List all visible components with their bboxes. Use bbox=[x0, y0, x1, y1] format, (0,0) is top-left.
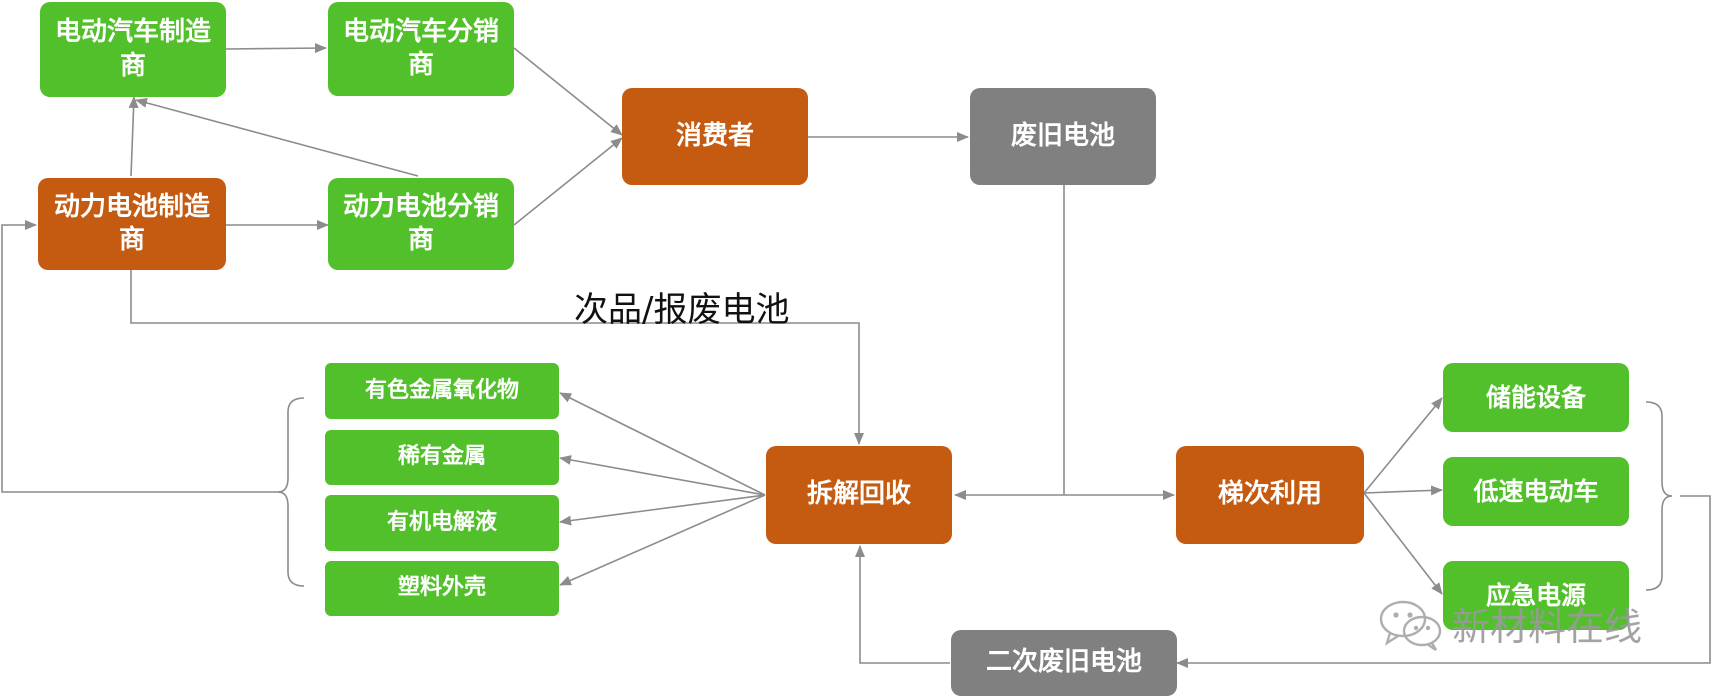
node-ev-dealer: 电动汽车分销商 bbox=[328, 2, 514, 96]
node-low-speed-ev: 低速电动车 bbox=[1443, 457, 1629, 526]
arrow-secondarywaste-dismantle bbox=[855, 545, 950, 664]
arrow-dismantle-electrolyte bbox=[559, 494, 766, 526]
node-battery-dealer: 动力电池分销商 bbox=[328, 178, 514, 270]
arrow-dismantle-plastic bbox=[559, 494, 766, 586]
arrow-cascade-lowspeed bbox=[1363, 485, 1443, 496]
wechat-icon bbox=[1379, 600, 1442, 651]
arrow-batterydealer-evmaker bbox=[135, 98, 419, 177]
arrow-dismantle-raremetal bbox=[559, 455, 766, 496]
arrow-dismantle-nonferrous bbox=[559, 392, 766, 496]
arrow-cascade-storage bbox=[1363, 397, 1443, 494]
arrow-cascade-emergency bbox=[1363, 492, 1443, 595]
node-secondary-waste-battery: 二次废旧电池 bbox=[951, 630, 1177, 696]
arrow-batterydealer-consumer bbox=[513, 137, 623, 226]
brace-right bbox=[1645, 401, 1673, 591]
node-consumer: 消费者 bbox=[622, 88, 808, 185]
node-ev-maker: 电动汽车制造商 bbox=[40, 2, 226, 97]
node-nonferrous-oxide: 有色金属氧化物 bbox=[325, 363, 559, 419]
arrow-outputs-batterymaker bbox=[1, 220, 280, 493]
node-dismantle-recycle: 拆解回收 bbox=[766, 446, 952, 544]
node-waste-battery: 废旧电池 bbox=[970, 88, 1156, 185]
node-energy-storage: 储能设备 bbox=[1443, 363, 1629, 432]
node-organic-electrolyte: 有机电解液 bbox=[325, 495, 559, 551]
arrow-evmaker-evdealer bbox=[225, 43, 327, 54]
arrow-batterymaker-evmaker bbox=[128, 96, 139, 177]
arrow-defective-dismantle bbox=[130, 270, 864, 445]
node-cascade-use: 梯次利用 bbox=[1176, 446, 1364, 544]
brace-left bbox=[277, 397, 305, 587]
node-rare-metal: 稀有金属 bbox=[325, 430, 559, 485]
arrow-right-secondarywaste bbox=[1176, 495, 1711, 668]
node-plastic-shell: 塑料外壳 bbox=[325, 561, 559, 616]
arrow-evdealer-consumer bbox=[513, 47, 623, 136]
node-emergency-power: 应急电源 bbox=[1443, 561, 1629, 630]
watermark: 新材料在线 bbox=[1378, 596, 1642, 651]
edge-label-defective-battery: 次品/报废电池 bbox=[574, 290, 790, 330]
node-battery-maker: 动力电池制造商 bbox=[38, 178, 226, 270]
watermark-text: 新材料在线 bbox=[1452, 605, 1643, 649]
